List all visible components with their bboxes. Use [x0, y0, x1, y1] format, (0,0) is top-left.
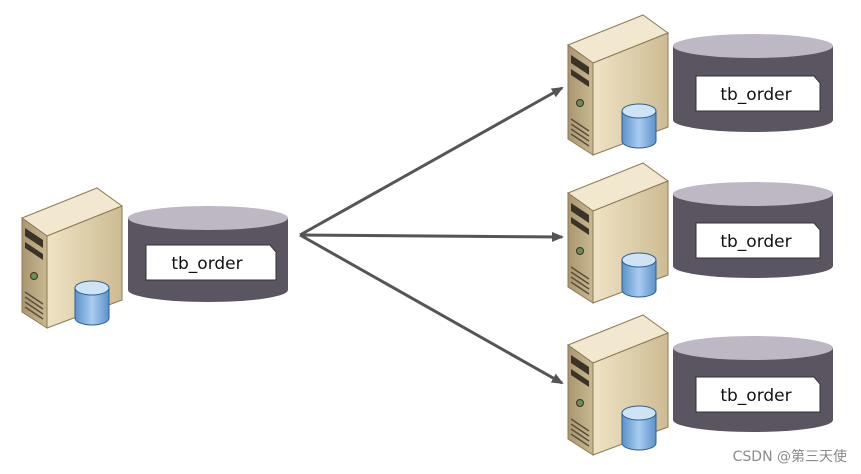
source-table-label: tb_order: [171, 254, 242, 274]
database-icon: [74, 280, 110, 326]
arrow-to-target-1: [299, 86, 564, 237]
target-3-table-label: tb_order: [720, 386, 791, 406]
database-icon: [621, 252, 657, 298]
target-1-table-cylinder: tb_order: [673, 34, 833, 132]
arrow-to-target-2: [299, 231, 564, 242]
target-2-table-cylinder: tb_order: [673, 182, 833, 278]
arrow-to-target-3: [299, 233, 564, 385]
watermark: CSDN @第三天使: [732, 449, 847, 465]
database-icon: [621, 405, 657, 451]
target-node-1: tb_order: [567, 14, 833, 156]
database-icon: [621, 103, 657, 149]
source-table-cylinder: tb_order: [128, 206, 288, 302]
source-node: tb_order: [21, 187, 288, 329]
target-1-table-label: tb_order: [720, 85, 791, 105]
target-3-table-cylinder: tb_order: [673, 336, 833, 432]
replication-arrows: [299, 86, 564, 385]
target-node-3: tb_order: [567, 314, 833, 456]
target-node-2: tb_order: [567, 162, 833, 304]
target-2-table-label: tb_order: [720, 232, 791, 252]
